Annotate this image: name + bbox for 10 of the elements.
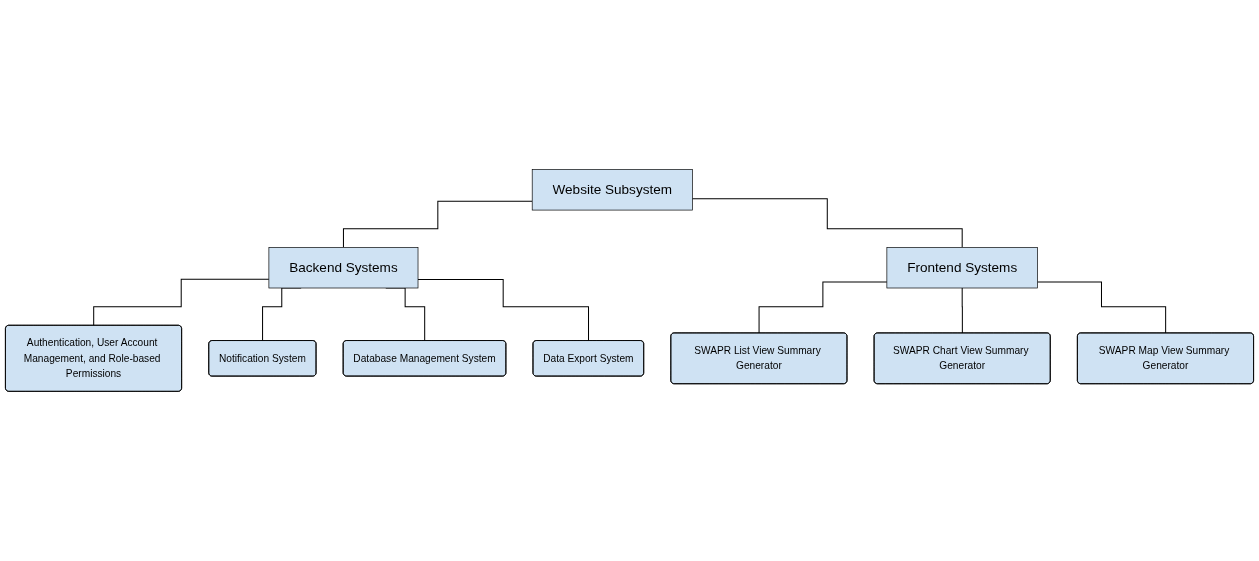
connector: [758, 281, 888, 334]
node-box: Frontend Systems: [886, 247, 1038, 289]
connector: [691, 198, 963, 248]
node-box: Website Subsystem: [531, 169, 693, 211]
node-box: Backend Systems: [268, 247, 419, 289]
connector: [1037, 281, 1167, 334]
connector: [961, 287, 964, 334]
connector: [93, 278, 270, 327]
connector: [342, 200, 533, 248]
connector: [417, 279, 590, 342]
